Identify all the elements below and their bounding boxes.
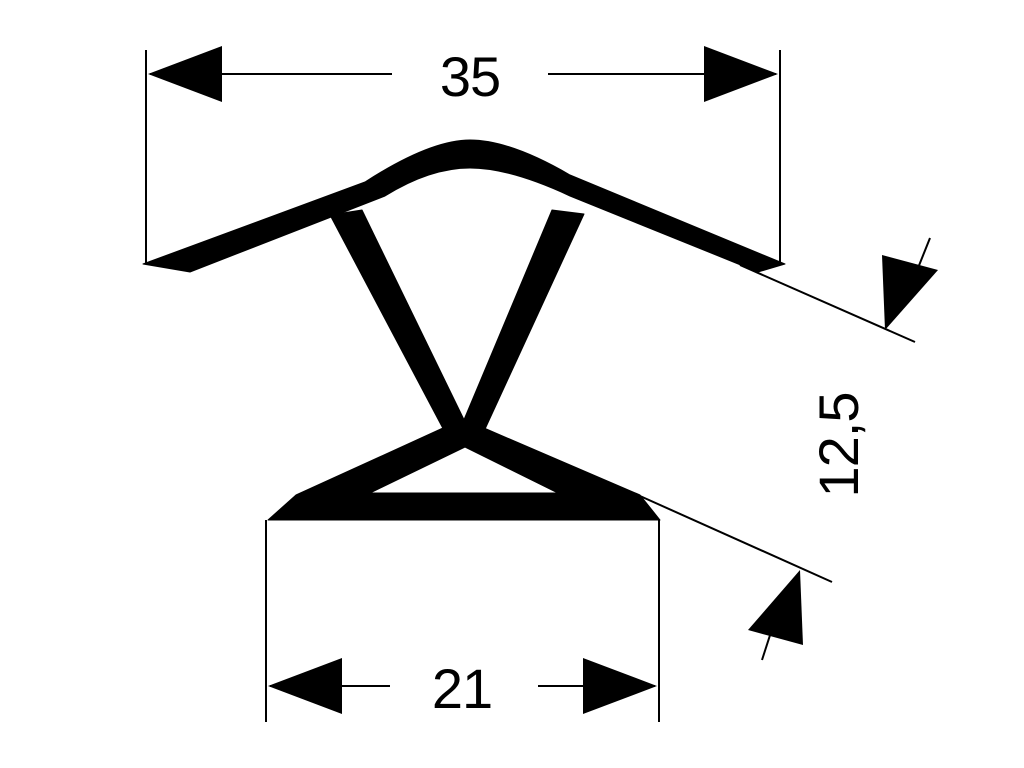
arrowhead-top-right: [704, 46, 778, 102]
arrowhead-bottom-right: [583, 658, 657, 714]
arrowhead-top-left: [148, 46, 222, 102]
dimension-label-top-width: 35: [440, 45, 500, 108]
dimension-label-bottom-width: 21: [432, 657, 492, 720]
profile-bottom-foot: [267, 427, 661, 521]
profile-left-web: [329, 209, 471, 439]
arrowhead-height-top: [882, 255, 938, 330]
profile-right-web: [457, 209, 585, 441]
arrowhead-height-bottom: [748, 570, 803, 645]
arrowhead-bottom-left: [268, 658, 342, 714]
dimension-label-height: 12,5: [807, 393, 870, 498]
profile-top-wing: [142, 139, 786, 273]
extension-line-height-top: [739, 264, 916, 343]
profile-shape: [142, 139, 786, 521]
extension-line-height-bottom: [639, 495, 833, 583]
